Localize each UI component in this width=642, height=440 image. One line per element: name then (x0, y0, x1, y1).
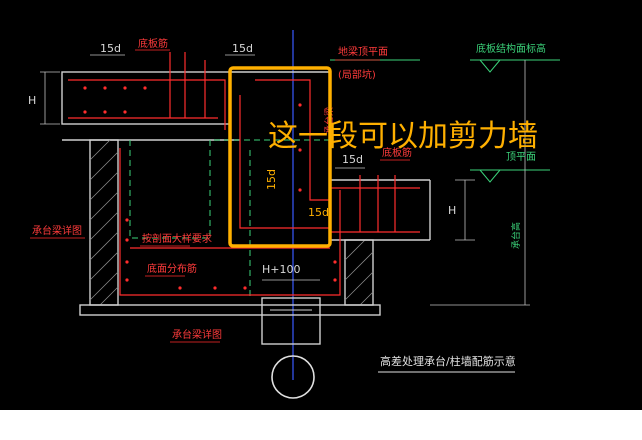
cad-drawing-canvas: 15d 15d 15d 15d 15d H H H+100 底板筋 地梁顶平面 … (0, 0, 642, 410)
label-finish-plane: 顶平面 (506, 151, 536, 163)
dim-h-left: H (28, 94, 36, 107)
pile-circle (271, 355, 315, 399)
dim-15d-top-left: 15d (100, 42, 121, 55)
rebar-group (68, 52, 420, 296)
label-raft-top-elev: 底板结构面标高 (476, 42, 546, 55)
label-bottom-rebar-top: 底板筋 (138, 37, 168, 50)
label-cap-left: 承台梁详图 (32, 224, 82, 237)
pit-outline (129, 139, 330, 239)
left-wall-hatch (89, 139, 119, 306)
label-mid-1: 按剖面大样要求 (142, 232, 212, 245)
dim-h-right: H (448, 204, 456, 217)
dim-15d-box: 15d (265, 169, 278, 190)
pile-cap (261, 297, 321, 345)
overlay-annotation: 这一段可以加剪力墙 (268, 119, 538, 154)
right-wall-hatch (344, 239, 374, 306)
left-wall (89, 139, 119, 306)
label-bottom-rebar-mid: 底板筋 (382, 146, 412, 159)
label-pit-top-elev: 地梁顶平面 (338, 45, 388, 58)
highlight-box (228, 66, 332, 248)
dim-15d-top-right: 15d (232, 42, 253, 55)
base-footing (79, 304, 381, 316)
dim-15d-box2: 15d (308, 206, 329, 219)
dim-15d-mid: 15d (342, 153, 363, 166)
label-mid-2: 底面分布筋 (147, 262, 197, 275)
cad-drawing: 15d 15d 15d 15d 15d H H H+100 底板筋 地梁顶平面 … (28, 30, 560, 399)
dimension-lines (40, 54, 530, 306)
label-vertical-right: 承台高 (510, 222, 522, 249)
label-cap-bottom: 承台梁详图 (172, 328, 222, 341)
label-underlines (30, 49, 410, 343)
rebar-dots (83, 86, 337, 290)
dim-h100: H+100 (262, 263, 300, 276)
drawing-title: 高差处理承台/柱墙配筋示意 (380, 354, 516, 368)
label-pit-top-elev-sub: (局部坑) (338, 68, 376, 81)
